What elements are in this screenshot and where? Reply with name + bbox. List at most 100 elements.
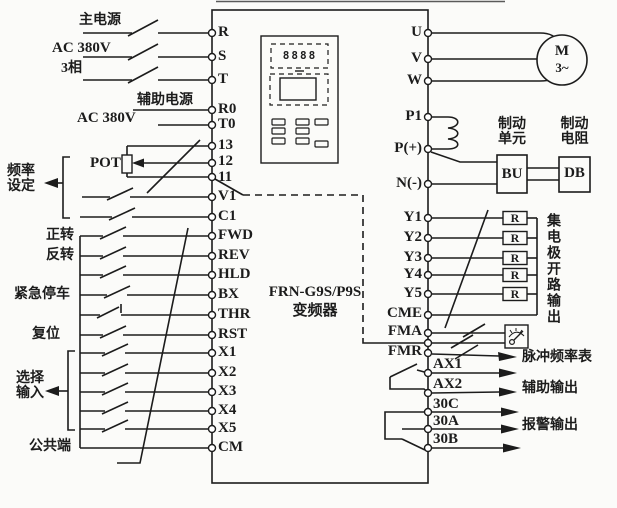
- label-main-voltage: AC 380V: [52, 40, 111, 56]
- terminal-label-x5: X5: [218, 420, 237, 436]
- dc-reactor-coil: [428, 116, 459, 150]
- shield-slash-y: [444, 209, 489, 329]
- brake-resistor-caption: 制动 电阻: [558, 117, 591, 147]
- open-collector-circuit: [428, 209, 538, 329]
- alarm-output-label: 报警输出: [522, 418, 578, 433]
- brake-unit-caption-line1: 制动: [498, 117, 526, 132]
- label-freq-set-line1: 频率: [7, 164, 35, 179]
- open-collector-label: 集电极开路输出: [545, 213, 560, 325]
- terminal-label-30a: 30A: [433, 413, 459, 429]
- label-pot: POT: [90, 155, 121, 171]
- terminal-label-x1: X1: [218, 344, 237, 360]
- terminal-label-y5: Y5: [403, 285, 422, 301]
- terminal-label-11: 11: [218, 169, 233, 185]
- label-select-input: 选择 输入: [16, 371, 44, 401]
- inverter-box: [211, 9, 429, 484]
- keypad-screen: [279, 77, 317, 101]
- terminal-circles-left: [207, 28, 217, 453]
- terminal-label-y1: Y1: [403, 209, 422, 225]
- label-freq-set-line2: 设定: [7, 179, 35, 194]
- keypad-display: 8888: [282, 49, 318, 62]
- terminal-label-y3: Y3: [403, 249, 422, 265]
- analog-meter-circuit: [428, 323, 529, 349]
- shield-slash: [146, 139, 201, 194]
- terminal-label-u: U: [411, 24, 422, 40]
- brake-unit-caption: 制动 单元: [495, 117, 529, 147]
- terminal-label-t0: T0: [218, 116, 236, 132]
- output-arrows: [431, 344, 521, 453]
- brake-resistor-caption-line1: 制动: [560, 117, 589, 132]
- terminal-label-thr: THR: [218, 306, 251, 322]
- label-aux-power: 辅助电源: [137, 93, 193, 108]
- freq-set-bracket: [44, 156, 70, 219]
- motor-circle: [536, 34, 588, 86]
- label-main-power: 主电源: [79, 13, 121, 28]
- resistor-label-4: R: [510, 268, 520, 282]
- aux-output-label: 辅助输出: [522, 381, 578, 396]
- terminal-label-rst: RST: [218, 326, 248, 342]
- terminal-label-y2: Y2: [403, 229, 422, 245]
- motor-label: M: [554, 43, 570, 59]
- label-common: 公共端: [29, 439, 71, 454]
- potentiometer-symbol: [121, 139, 208, 194]
- brake-unit-code: BU: [501, 166, 523, 182]
- terminal-label-rev: REV: [218, 247, 250, 263]
- terminal-label-y4: Y4: [403, 266, 422, 282]
- terminal-label-ax1: AX1: [433, 356, 463, 372]
- shielded-cable-dashed: [214, 178, 425, 344]
- resistor-label-2: R: [510, 231, 520, 245]
- terminal-label-fmr: FMR: [387, 343, 422, 359]
- terminal-label-v: V: [411, 50, 422, 66]
- keypad-buttons: [271, 118, 329, 148]
- label-select-input-line2: 输入: [16, 386, 44, 401]
- terminal-label-30b: 30B: [433, 431, 459, 447]
- label-reset: 复位: [32, 327, 60, 342]
- terminal-label-ax2: AX2: [433, 376, 463, 392]
- label-forward: 正转: [46, 228, 74, 243]
- brake-unit-box: [496, 154, 528, 194]
- keypad-panel: [260, 35, 339, 164]
- relay-contact-ax: [389, 363, 429, 393]
- terminal-label-v1: V1: [218, 188, 237, 204]
- terminal-label-t: T: [218, 71, 229, 87]
- motor-phase-label: 3~: [555, 60, 569, 75]
- terminal-label-cme: CME: [387, 305, 422, 321]
- terminal-label-c1: C1: [218, 208, 237, 224]
- inverter-model: FRN-G9S/P9S: [268, 284, 362, 300]
- pulse-meter-label: 脉冲频率表: [522, 350, 592, 365]
- brake-unit-caption-line2: 单元: [498, 132, 526, 147]
- relay-contact-30: [384, 411, 428, 451]
- terminal-label-bx: BX: [218, 286, 239, 302]
- terminal-label-r: R: [218, 24, 229, 40]
- terminal-label-n-minus: N(-): [396, 175, 422, 191]
- shield-slash-long: [117, 227, 189, 464]
- meter-box: [504, 324, 529, 349]
- aux-power-wires: [133, 109, 208, 126]
- resistor-label-1: R: [510, 211, 520, 225]
- label-reverse: 反转: [46, 248, 74, 263]
- terminal-label-13: 13: [218, 137, 233, 153]
- brake-resistor-box: [558, 156, 591, 193]
- terminal-label-r0: R0: [218, 101, 237, 117]
- terminal-label-30c: 30C: [433, 396, 459, 412]
- label-aux-voltage: AC 380V: [77, 110, 136, 126]
- select-input-bracket: [45, 350, 75, 431]
- brake-circuit: [428, 151, 591, 194]
- terminal-circles-right: [423, 28, 433, 453]
- terminal-label-x3: X3: [218, 383, 237, 399]
- terminal-label-12: 12: [218, 153, 233, 169]
- terminal-label-fwd: FWD: [218, 227, 253, 243]
- label-freq-set: 频率 设定: [7, 164, 35, 194]
- terminal-label-x2: X2: [218, 364, 237, 380]
- terminal-label-p-plus: P(+): [394, 140, 422, 156]
- terminal-label-hld: HLD: [218, 266, 251, 282]
- terminal-label-w: W: [407, 72, 422, 88]
- resistor-label-5: R: [510, 287, 520, 301]
- terminal-label-p1: P1: [405, 108, 422, 124]
- analog-input-switches: [80, 187, 208, 221]
- digital-input-switches: [79, 226, 208, 464]
- brake-resistor-code: DB: [564, 165, 585, 181]
- label-select-input-line1: 选择: [16, 371, 44, 386]
